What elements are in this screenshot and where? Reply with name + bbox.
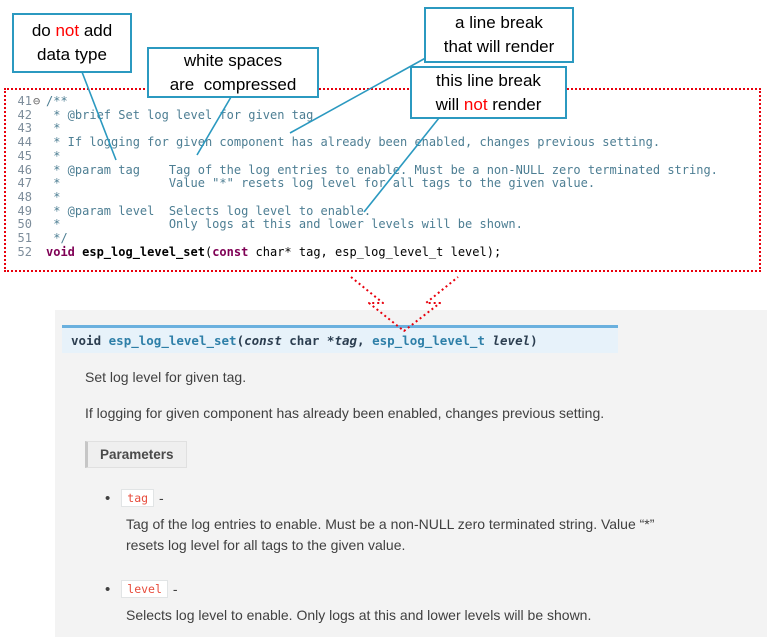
code-line: 41⊖ /** bbox=[10, 94, 759, 109]
param-name-chip: level bbox=[121, 580, 168, 598]
code-line: 45 * bbox=[10, 148, 759, 164]
parameter-item-level: • level - Selects log level to enable. O… bbox=[105, 580, 767, 626]
parameter-item-tag: • tag - Tag of the log entries to enable… bbox=[105, 489, 767, 556]
callout-no-data-type: do not add data type bbox=[12, 13, 132, 73]
line-number: 48 bbox=[17, 189, 32, 204]
code-line: 42 * @brief Set log level for given tag bbox=[10, 107, 759, 123]
fold-icon[interactable]: ⊖ bbox=[33, 94, 41, 108]
param-separator: - bbox=[159, 490, 164, 506]
parameters-heading: Parameters bbox=[85, 441, 187, 468]
code-text: void esp_log_level_set(const char* tag, … bbox=[46, 244, 502, 259]
function-name: esp_log_level_set bbox=[108, 333, 237, 348]
code-text: * @param tag Tag of the log entries to e… bbox=[46, 162, 718, 177]
code-text: * Only logs at this and lower levels wil… bbox=[46, 217, 523, 232]
code-text: * Value "*" resets log level for all tag… bbox=[46, 176, 596, 191]
line-number: 45 bbox=[17, 148, 32, 163]
bullet-icon: • bbox=[105, 489, 111, 507]
code-text: * If logging for given component has alr… bbox=[46, 135, 661, 150]
code-line: 51 */ bbox=[10, 231, 759, 246]
line-number: 42 bbox=[17, 107, 32, 122]
line-number: 52 bbox=[17, 244, 32, 259]
line-number: 43 bbox=[17, 121, 32, 136]
parameter-head: • level - bbox=[105, 580, 767, 598]
code-line: 46 * @param tag Tag of the log entries t… bbox=[10, 162, 759, 178]
rendered-docs-panel: void esp_log_level_set(const char *tag, … bbox=[55, 310, 767, 637]
line-number: 46 bbox=[17, 162, 32, 177]
code-text: * @param level Selects log level to enab… bbox=[46, 203, 372, 218]
callout-whitespace-compressed: white spaces are compressed bbox=[147, 47, 319, 98]
line-number: 47 bbox=[17, 176, 32, 191]
code-line: 47 * Value "*" resets log level for all … bbox=[10, 177, 759, 191]
param-description: Tag of the log entries to enable. Must b… bbox=[126, 516, 655, 553]
code-line: 50 * Only logs at this and lower levels … bbox=[10, 218, 759, 232]
brief-paragraph: Set log level for given tag. bbox=[85, 369, 247, 385]
bullet-icon: • bbox=[105, 580, 111, 598]
code-text: * bbox=[46, 148, 61, 163]
callout-line: data type bbox=[37, 45, 107, 64]
parameter-head: • tag - bbox=[105, 489, 767, 507]
code-line: 48 * bbox=[10, 189, 759, 205]
code-line: 44 * If logging for given component has … bbox=[10, 135, 759, 150]
callout-line: are compressed bbox=[169, 74, 297, 94]
code-line: 43 * bbox=[10, 122, 759, 136]
line-number: 41 bbox=[17, 94, 32, 108]
code-editor[interactable]: 41⊖ /** 42 * @brief Set log level for giv… bbox=[4, 88, 761, 272]
callout-line: will not render bbox=[435, 94, 542, 114]
param-separator: - bbox=[172, 581, 178, 597]
line-number: 50 bbox=[17, 217, 32, 232]
line-number: 49 bbox=[17, 203, 32, 218]
description-paragraph: If logging for given component has alrea… bbox=[85, 405, 605, 421]
callout-line: white spaces bbox=[183, 50, 283, 70]
callout-line: that will render bbox=[443, 37, 555, 56]
code-text: * @brief Set log level for given tag bbox=[46, 107, 314, 122]
code-text: * bbox=[46, 189, 61, 204]
line-number: 44 bbox=[17, 135, 32, 150]
code-text: * bbox=[46, 121, 61, 136]
callout-linebreak-not-render: this line break will not render bbox=[410, 66, 567, 119]
callout-line: do not add bbox=[31, 21, 113, 40]
callout-line: this line break bbox=[436, 70, 541, 90]
function-signature: void esp_log_level_set(const char *tag, … bbox=[62, 325, 618, 353]
code-text: /** bbox=[46, 94, 68, 108]
code-text: */ bbox=[46, 231, 68, 246]
code-line-function-declaration: 52 void esp_log_level_set(const char* tag… bbox=[10, 244, 759, 260]
callout-line: a line break bbox=[455, 13, 543, 32]
param-description: Selects log level to enable. Only logs a… bbox=[126, 607, 592, 623]
line-number: 51 bbox=[17, 231, 32, 246]
code-line: 49 * @param level Selects log level to e… bbox=[10, 203, 759, 219]
param-name-chip: tag bbox=[121, 489, 155, 507]
type-link-esp-log-level-t[interactable]: esp_log_level_t bbox=[372, 333, 485, 348]
callout-linebreak-renders: a line break that will render bbox=[424, 7, 574, 63]
